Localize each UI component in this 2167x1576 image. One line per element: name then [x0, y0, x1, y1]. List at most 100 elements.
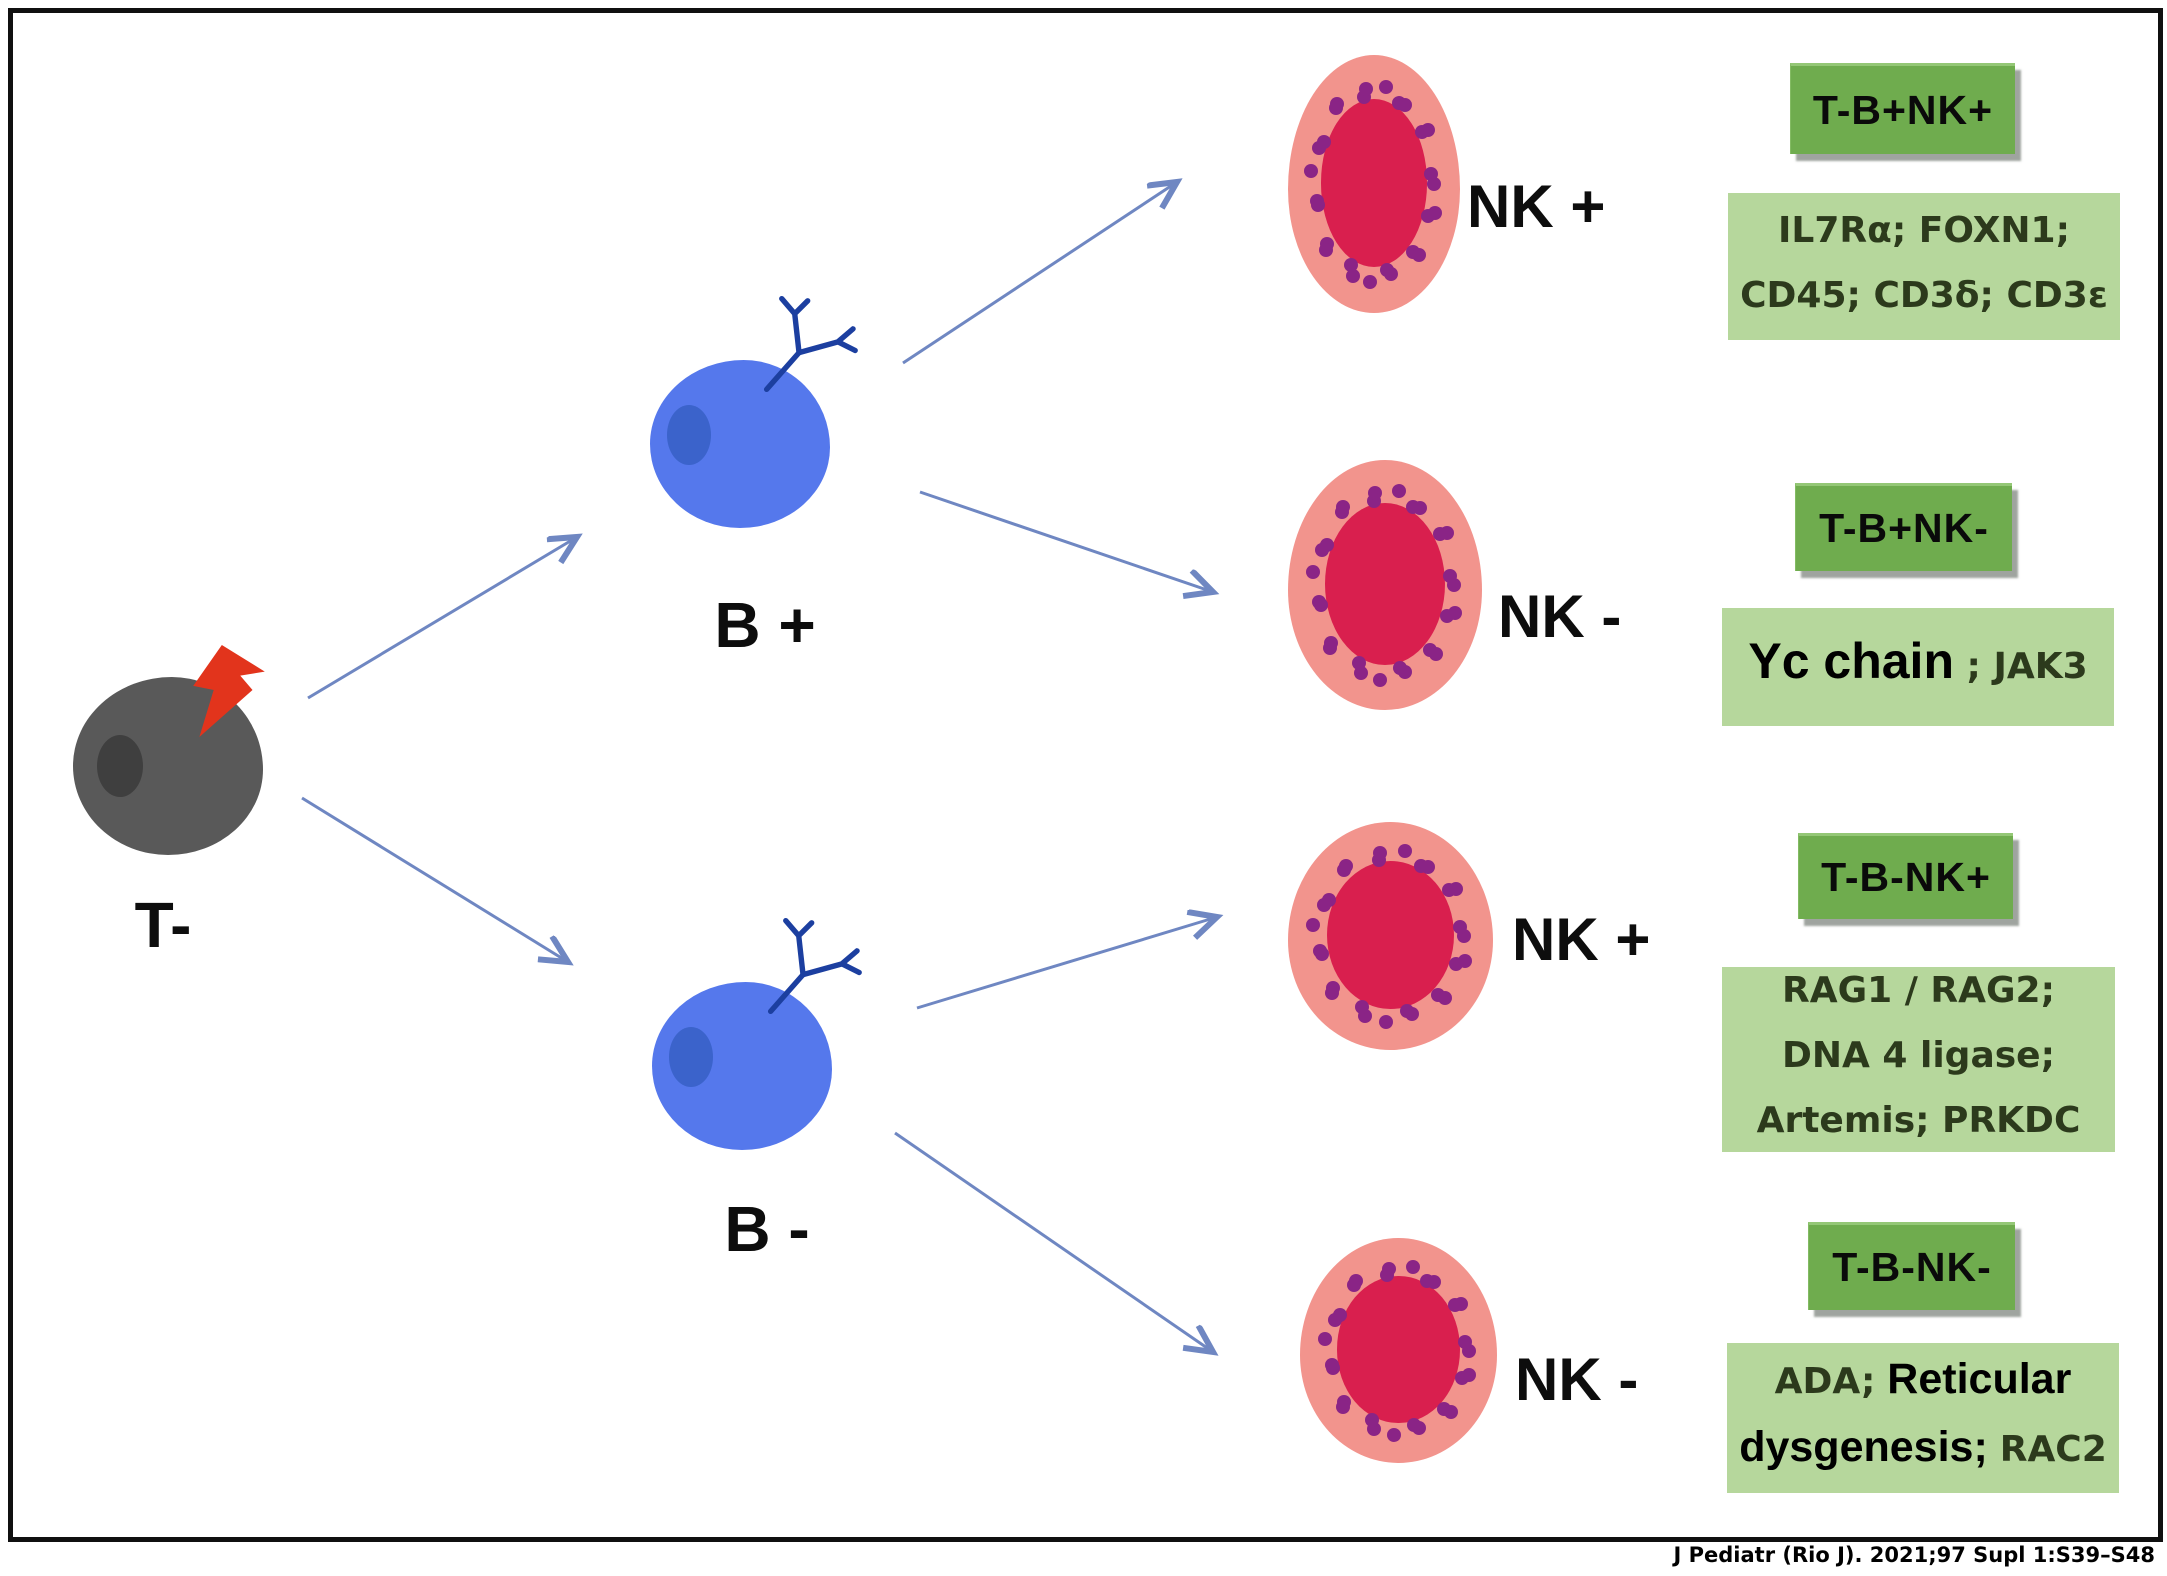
gene-text: ADA;: [1774, 1361, 1876, 1402]
gene-box-row1: IL7Rα; FOXN1; CD45; CD3δ; CD3ε: [1728, 193, 2120, 340]
nk-granule-dot: [1346, 268, 1361, 283]
gene-text: Yc chain: [1748, 632, 1954, 689]
nk-granule-dot: [1423, 167, 1438, 182]
gene-box-row2: Yc chain ; JAK3: [1722, 608, 2114, 726]
nk-label-row3: NK +: [1512, 906, 1651, 973]
nk-granule-dot: [1351, 656, 1366, 671]
nk-granule-dot: [1313, 944, 1328, 959]
phenotype-tag-label: T-B+NK+: [1812, 86, 1994, 133]
nk-cell-cytoplasm: [1337, 1276, 1460, 1423]
nk-granule-dot: [1443, 568, 1458, 583]
gene-text: dysgenesis: [1739, 1423, 1974, 1471]
b-minus-label: B -: [724, 1193, 810, 1265]
nk-granule-dot: [1411, 248, 1426, 263]
nk-granule-dot: [1373, 845, 1388, 860]
nk-granule-dot: [1368, 485, 1383, 500]
nk-cell: [1288, 460, 1482, 710]
nk-granule-dot: [1398, 844, 1413, 859]
nk-granule-dot: [1380, 263, 1395, 278]
nk-granule-dot: [1317, 1332, 1332, 1347]
gene-text: ;: [1953, 645, 1994, 687]
gene-text: CD45; CD3δ; CD3ε: [1740, 274, 2108, 316]
phenotype-tag-row1: T-B+NK+: [1790, 63, 2015, 154]
nk-granule-dot: [1316, 135, 1331, 150]
nk-granule-dot: [1429, 646, 1444, 661]
nk-cell: [1288, 55, 1460, 313]
nk-granule-dot: [1378, 1014, 1393, 1029]
nk-granule-dot: [1337, 862, 1352, 877]
gene-text: JAK3: [1993, 645, 2088, 687]
diagram-border: [8, 8, 2163, 1542]
nk-granule-dot: [1415, 124, 1430, 139]
antibody-receptor-icon: [762, 912, 870, 1020]
nk-granule-dot: [1386, 1427, 1401, 1442]
gene-text: Artemis; PRKDC: [1756, 1100, 2081, 1141]
nk-granule-dot: [1447, 1298, 1462, 1313]
phenotype-tag-label: T-B-NK+: [1821, 854, 1991, 900]
nk-granule-dot: [1399, 1004, 1414, 1019]
b-minus-cell-nucleus: [669, 1027, 713, 1087]
damage-bolt-icon: [193, 645, 265, 737]
b-plus-cell: [650, 360, 830, 528]
gene-text: DNA 4 ligase;: [1782, 1035, 2055, 1076]
b-minus-cell: [652, 982, 832, 1150]
gene-text: Reticular: [1875, 1355, 2072, 1403]
nk-granule-dot: [1324, 1358, 1339, 1373]
gene-line: RAG1 / RAG2;: [1782, 962, 2055, 1027]
nk-granule-dot: [1358, 81, 1373, 96]
nk-granule-dot: [1319, 242, 1334, 257]
nk-cell-cytoplasm: [1320, 98, 1428, 267]
nk-granule-dot: [1347, 1278, 1362, 1293]
nk-granule-dot: [1397, 97, 1412, 112]
nk-granule-dot: [1427, 1275, 1442, 1290]
nk-granule-dot: [1413, 501, 1428, 516]
gene-line: Artemis; PRKDC: [1757, 1092, 2081, 1157]
b-plus-cell-nucleus: [667, 405, 711, 465]
nk-cell-cytoplasm: [1324, 502, 1446, 665]
phenotype-tag-row3: T-B-NK+: [1798, 833, 2013, 919]
nk-granule-dot: [1381, 1261, 1396, 1276]
phenotype-tag-row4: T-B-NK-: [1808, 1222, 2015, 1310]
gene-line: ADA; Reticular: [1775, 1350, 2072, 1418]
gene-line: Yc chain ; JAK3: [1748, 632, 2087, 703]
antibody-receptor-icon: [758, 290, 866, 398]
nk-granule-dot: [1364, 1413, 1379, 1428]
nk-granule-dot: [1405, 1259, 1420, 1274]
nk-granule-dot: [1303, 163, 1318, 178]
nk-granule-dot: [1449, 956, 1464, 971]
nk-granule-dot: [1433, 527, 1448, 542]
gene-text: IL7Rα; FOXN1;: [1777, 209, 2070, 251]
nk-label-row2: NK -: [1498, 583, 1622, 650]
gene-box-row4: ADA; Reticular dysgenesis; RAC2: [1727, 1343, 2119, 1493]
nk-granule-dot: [1334, 504, 1349, 519]
nk-granule-dot: [1329, 100, 1344, 115]
nk-granule-dot: [1393, 661, 1408, 676]
gene-text: ;: [1973, 1423, 2000, 1471]
nk-granule-dot: [1305, 565, 1320, 580]
nk-granule-dot: [1323, 641, 1338, 656]
nk-granule-dot: [1335, 1400, 1350, 1415]
gene-box-row3: RAG1 / RAG2; DNA 4 ligase; Artemis; PRKD…: [1722, 967, 2115, 1152]
nk-granule-dot: [1379, 79, 1394, 94]
nk-granule-dot: [1443, 1404, 1458, 1419]
nk-granule-dot: [1344, 257, 1359, 272]
nk-granule-dot: [1437, 991, 1452, 1006]
nk-granule-dot: [1362, 275, 1377, 290]
b-plus-label: B +: [714, 589, 816, 661]
nk-granule-dot: [1392, 484, 1407, 499]
nk-label-row1: NK +: [1467, 173, 1606, 240]
nk-granule-dot: [1309, 194, 1324, 209]
nk-granule-dot: [1457, 1335, 1472, 1350]
nk-cell-cytoplasm: [1326, 860, 1455, 1009]
nk-granule-dot: [1452, 920, 1467, 935]
nk-granule-dot: [1325, 986, 1340, 1001]
nk-granule-dot: [1420, 859, 1435, 874]
phenotype-tag-row2: T-B+NK-: [1795, 483, 2012, 571]
nk-cell: [1300, 1238, 1497, 1463]
nk-granule-dot: [1306, 917, 1321, 932]
journal-citation: J Pediatr (Rio J). 2021;97 Supl 1:S39–S4…: [1673, 1543, 2155, 1567]
nk-granule-dot: [1373, 672, 1388, 687]
gene-line: DNA 4 ligase;: [1782, 1027, 2055, 1092]
nk-granule-dot: [1421, 208, 1436, 223]
